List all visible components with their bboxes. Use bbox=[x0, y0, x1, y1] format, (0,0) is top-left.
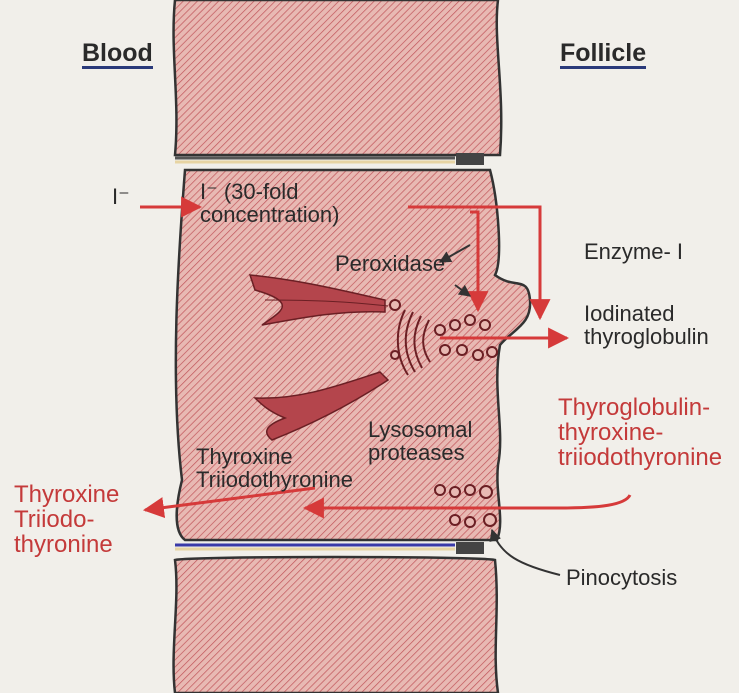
concentration-line-1: I⁻ (30-fold bbox=[200, 180, 339, 203]
intracellular-hormones-label: Thyroxine Triiodothyronine bbox=[196, 445, 353, 491]
iodide-label: I⁻ bbox=[112, 185, 130, 208]
thyroglobulin-complex-label: Thyroglobulin- thyroxine- triiodothyroni… bbox=[558, 395, 722, 471]
tight-junction-bottom bbox=[456, 542, 484, 554]
tg-line-1: Thyroglobulin- bbox=[558, 395, 722, 420]
lysosomal-proteases-label: Lysosomal proteases bbox=[368, 418, 472, 464]
iodinated-thyroglobulin-label: Iodinated thyroglobulin bbox=[584, 302, 709, 348]
peroxidase-label: Peroxidase bbox=[335, 252, 445, 275]
tight-junction-top bbox=[456, 153, 484, 165]
iodinated-line-2: thyroglobulin bbox=[584, 325, 709, 348]
iodinated-line-1: Iodinated bbox=[584, 302, 709, 325]
lyso-line-1: Lysosomal bbox=[368, 418, 472, 441]
tg-line-3: triiodothyronine bbox=[558, 445, 722, 470]
released-hormones-label: Thyroxine Triiodo- thyronine bbox=[14, 482, 119, 558]
enzyme-label: Enzyme- I bbox=[584, 240, 683, 263]
follicle-header: Follicle bbox=[560, 40, 646, 69]
out-line-2: Triiodo- bbox=[14, 507, 119, 532]
concentration-label: I⁻ (30-fold concentration) bbox=[200, 180, 339, 226]
lyso-line-2: proteases bbox=[368, 441, 472, 464]
inside-line-1: Thyroxine bbox=[196, 445, 353, 468]
pinocytosis-label: Pinocytosis bbox=[566, 566, 677, 589]
inside-line-2: Triiodothyronine bbox=[196, 468, 353, 491]
lower-cell bbox=[174, 557, 498, 693]
upper-cell bbox=[174, 0, 502, 155]
out-line-3: thyronine bbox=[14, 532, 119, 557]
concentration-line-2: concentration) bbox=[200, 203, 339, 226]
tg-line-2: thyroxine- bbox=[558, 420, 722, 445]
blood-header: Blood bbox=[82, 40, 153, 69]
out-line-1: Thyroxine bbox=[14, 482, 119, 507]
pinocytosis-pointer bbox=[492, 530, 560, 575]
